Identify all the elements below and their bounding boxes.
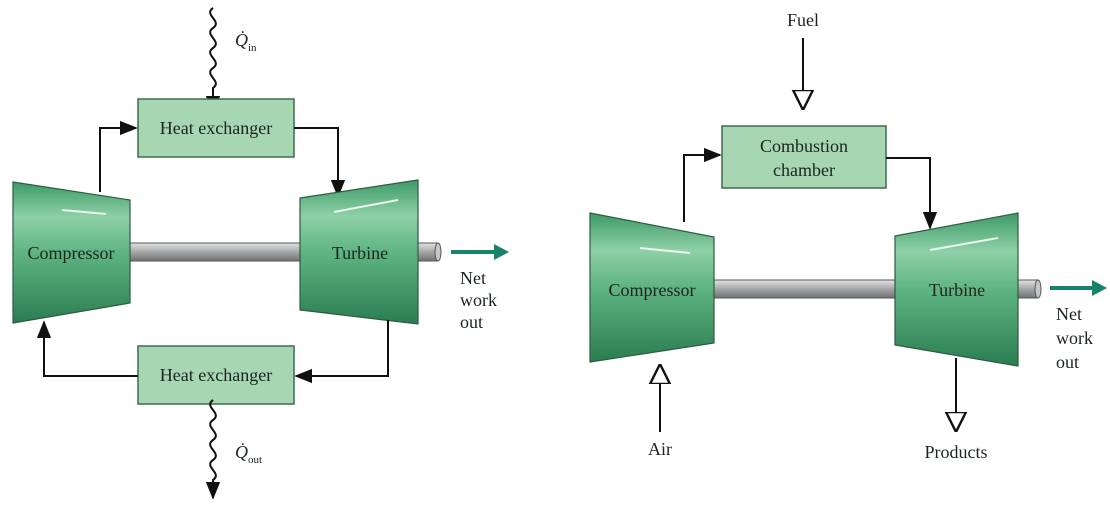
- flow-compressor-to-combustion: [683, 147, 722, 222]
- net-work-label-left: Net work out: [460, 268, 497, 332]
- heat-exchanger-top-box: [137, 98, 295, 158]
- heat-out-symbol: Q̇: [235, 441, 248, 462]
- turbine-right-shape: [894, 212, 1019, 367]
- closed-cycle-diagram: Q̇ in Heat exchanger Compressor Turbine …: [12, 7, 509, 500]
- products-label: Products: [925, 442, 988, 462]
- combustion-chamber-label-line2: chamber: [773, 160, 835, 180]
- heat-exchanger-bottom-label: Heat exchanger: [160, 365, 272, 385]
- fuel-label: Fuel: [787, 10, 819, 30]
- heat-out-label: Q̇ out: [235, 441, 262, 466]
- heat-in-label: Q̇ in: [235, 29, 257, 54]
- combustion-chamber-label-line1: Combustion: [760, 136, 848, 156]
- air-label: Air: [648, 439, 672, 459]
- flow-hx-to-compressor: [36, 320, 138, 377]
- svg-text:Net: Net: [460, 268, 486, 288]
- flow-hx-to-turbine: [294, 127, 346, 198]
- flow-turbine-to-hx: [294, 320, 389, 384]
- svg-text:out: out: [460, 312, 483, 332]
- turbine-right-label: Turbine: [929, 280, 985, 300]
- heat-in-wavy-arrow: [205, 7, 221, 114]
- turbine-left-label: Turbine: [332, 243, 388, 263]
- heat-out-wavy-arrow: [205, 399, 221, 500]
- heat-exchanger-bottom-box: [137, 345, 295, 405]
- svg-text:Net: Net: [1056, 304, 1082, 324]
- svg-text:work: work: [460, 290, 497, 310]
- flow-combustion-to-turbine: [886, 157, 938, 230]
- heat-out-subscript: out: [248, 454, 262, 466]
- open-cycle-diagram: Fuel Combustion chamber Compressor Turbi…: [589, 10, 1107, 462]
- heat-in-subscript: in: [248, 42, 257, 54]
- heat-exchanger-top-label: Heat exchanger: [160, 118, 272, 138]
- compressor-right-label: Compressor: [609, 280, 696, 300]
- turbine-left-shape: [299, 179, 419, 325]
- net-work-label-right: Net work out: [1056, 304, 1093, 372]
- compressor-left-shape: [12, 181, 131, 324]
- svg-text:work: work: [1056, 328, 1093, 348]
- flow-compressor-to-hx: [99, 120, 138, 192]
- svg-text:out: out: [1056, 352, 1079, 372]
- combustion-chamber-box: [721, 125, 887, 189]
- compressor-left-label: Compressor: [28, 243, 115, 263]
- heat-in-symbol: Q̇: [235, 29, 248, 50]
- compressor-right-shape: [589, 212, 715, 363]
